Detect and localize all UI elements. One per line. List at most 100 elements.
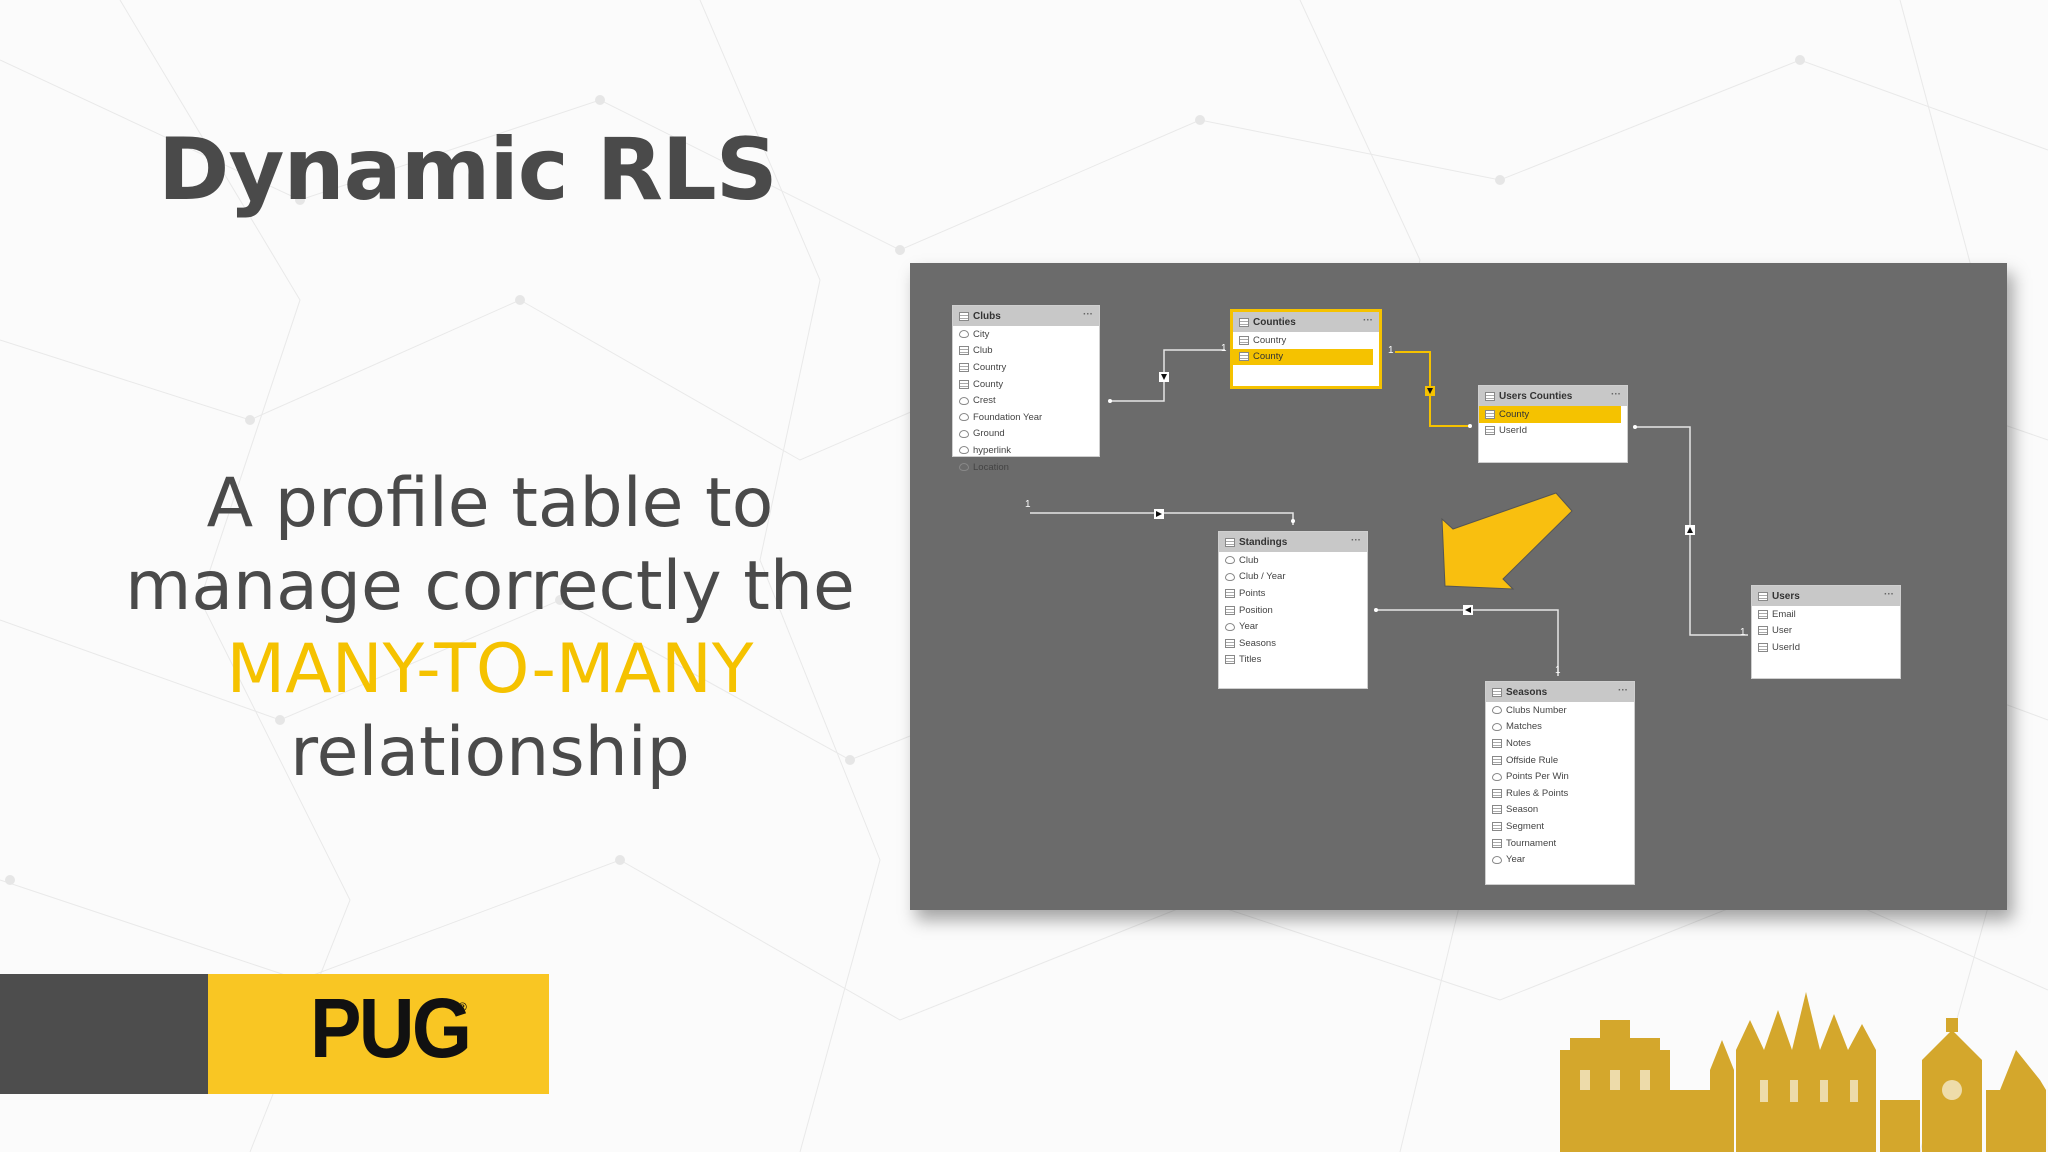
table-standings[interactable]: Standings ··· Club Club / Year Points Po… [1218, 531, 1368, 689]
field-row[interactable]: Club [953, 343, 1099, 360]
hidden-field-icon [1492, 772, 1502, 781]
field-icon [1492, 738, 1502, 748]
field-row[interactable]: UserId [1479, 423, 1627, 440]
more-icon[interactable]: ··· [1363, 315, 1373, 326]
hidden-field-icon [959, 330, 969, 339]
table-users[interactable]: Users ··· Email User UserId [1751, 585, 1901, 679]
field-row[interactable]: Season [1486, 802, 1634, 819]
field-row[interactable]: Email [1752, 606, 1900, 623]
table-icon [959, 311, 969, 321]
subtitle-highlight: MANY-TO-MANY [226, 630, 754, 709]
cardinality-label: 1 [1025, 499, 1031, 510]
field-row[interactable]: Club [1219, 552, 1367, 569]
hidden-field-icon [1225, 572, 1235, 581]
cardinality-label: 1 [1740, 627, 1746, 638]
measure-icon [1225, 655, 1235, 665]
table-icon [1492, 687, 1502, 697]
table-icon [1239, 317, 1249, 327]
field-row[interactable]: Crest [953, 392, 1099, 409]
field-row[interactable]: Points Per Win [1486, 768, 1634, 785]
field-row[interactable]: hyperlink [953, 442, 1099, 459]
more-icon[interactable]: ··· [1351, 535, 1361, 546]
field-row[interactable]: Club / Year [1219, 569, 1367, 586]
field-row[interactable]: UserId [1752, 639, 1900, 656]
field-row[interactable]: County [953, 376, 1099, 393]
logo-block-gray [0, 974, 208, 1094]
hidden-field-icon [1492, 706, 1502, 715]
more-icon[interactable]: ··· [1618, 685, 1628, 696]
table-header: Users Counties ··· [1479, 386, 1627, 406]
table-seasons[interactable]: Seasons ··· Clubs Number Matches Notes O… [1485, 681, 1635, 885]
field-row[interactable]: Seasons [1219, 635, 1367, 652]
field-icon [959, 346, 969, 356]
hidden-field-icon [1225, 622, 1235, 631]
subtitle-line-4: relationship [290, 713, 690, 792]
table-clubs[interactable]: Clubs ··· City Club Country County Crest… [952, 305, 1100, 473]
field-row[interactable]: Country [1233, 332, 1379, 349]
city-skyline-icon [1560, 992, 2046, 1152]
field-row[interactable]: Points [1219, 585, 1367, 602]
hidden-field-icon [1225, 556, 1235, 565]
field-icon [1225, 605, 1235, 615]
field-row[interactable]: Rules & Points [1486, 785, 1634, 802]
field-row-selected[interactable]: County [1233, 348, 1373, 366]
more-icon[interactable]: ··· [1083, 309, 1093, 320]
field-row[interactable]: Titles [1219, 652, 1367, 669]
hidden-field-icon [1492, 722, 1502, 731]
field-row[interactable]: Offside Rule [1486, 752, 1634, 769]
more-icon[interactable]: ··· [1884, 589, 1894, 600]
field-row[interactable]: City [953, 326, 1099, 343]
field-icon [1758, 609, 1768, 619]
field-row[interactable]: Position [1219, 602, 1367, 619]
registered-mark: ® [458, 1000, 467, 1014]
hidden-field-icon [959, 396, 969, 405]
model-diagram: Clubs ··· City Club Country County Crest… [910, 263, 2007, 910]
field-icon [959, 379, 969, 389]
field-row[interactable]: Year [1219, 618, 1367, 635]
field-row[interactable]: User [1752, 623, 1900, 640]
field-icon [959, 362, 969, 372]
field-icon [1492, 755, 1502, 765]
field-row[interactable]: Matches [1486, 719, 1634, 736]
field-row[interactable]: Year [1486, 851, 1634, 868]
table-header: Counties ··· [1233, 312, 1379, 332]
field-row-selected[interactable]: County [1479, 406, 1621, 423]
relationship-lines [1030, 349, 1748, 676]
table-header: Standings ··· [1219, 532, 1367, 552]
cardinality-label: 1 [1221, 343, 1227, 354]
hidden-field-icon [1492, 855, 1502, 864]
more-icon[interactable]: ··· [1611, 389, 1621, 400]
field-row[interactable]: Foundation Year [953, 409, 1099, 426]
table-counties[interactable]: Counties ··· Country County [1230, 309, 1382, 389]
field-icon [1239, 335, 1249, 345]
table-users-counties[interactable]: Users Counties ··· County UserId [1478, 385, 1628, 463]
subtitle: A profile table to manage correctly the … [60, 462, 920, 794]
field-icon [1492, 805, 1502, 815]
cardinality-label: 1 [1555, 665, 1561, 676]
pug-logo: PUG [310, 981, 472, 1075]
table-header: Seasons ··· [1486, 682, 1634, 702]
field-icon [1485, 426, 1495, 436]
field-icon [1492, 788, 1502, 798]
hidden-field-icon [959, 429, 969, 438]
table-header: Clubs ··· [953, 306, 1099, 326]
field-row[interactable]: Tournament [1486, 835, 1634, 852]
subtitle-line-1: A profile table to [206, 464, 774, 543]
field-row[interactable]: Clubs Number [1486, 702, 1634, 719]
hidden-field-icon [959, 413, 969, 422]
field-row[interactable]: Location [953, 459, 1099, 476]
table-header: Users ··· [1752, 586, 1900, 606]
field-icon [1758, 626, 1768, 636]
table-icon [1225, 537, 1235, 547]
field-row[interactable]: Ground [953, 426, 1099, 443]
logo-block-yellow [208, 974, 549, 1094]
field-icon [1758, 642, 1768, 652]
measure-icon [1225, 638, 1235, 648]
field-row[interactable]: Notes [1486, 735, 1634, 752]
cardinality-label: 1 [1388, 345, 1394, 356]
table-icon [1485, 391, 1495, 401]
page-title: Dynamic RLS [158, 120, 778, 220]
field-icon [1225, 588, 1235, 598]
field-row[interactable]: Country [953, 359, 1099, 376]
field-row[interactable]: Segment [1486, 818, 1634, 835]
